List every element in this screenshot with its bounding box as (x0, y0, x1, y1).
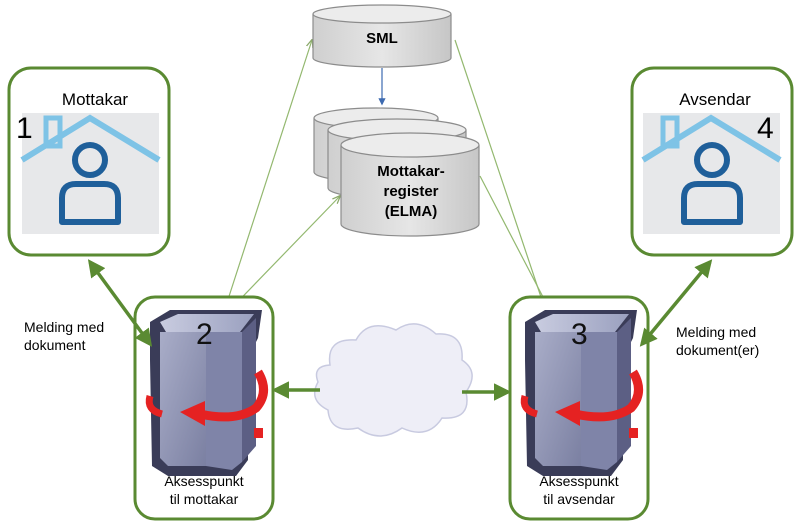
ap-receiver-caption-line2: til mottakar (169, 491, 239, 507)
access-point-receiver-box[interactable] (133, 295, 275, 521)
house-person-icon (20, 114, 161, 225)
ap-sender-caption-line2: til avsendar (543, 491, 615, 507)
rotation-arrow-icon (520, 369, 643, 438)
rotation-arrow-icon (145, 369, 268, 438)
cloud-icon (313, 323, 473, 437)
sender-title: Avsendar (679, 90, 751, 109)
house-person-icon (641, 114, 782, 225)
receiver-box[interactable] (7, 66, 171, 257)
right-message-line2: dokument(er) (676, 342, 760, 358)
receiver-title: Mottakar (61, 90, 129, 109)
sml-database[interactable] (312, 4, 452, 68)
registry-label-line1: Mottakar- (377, 163, 445, 180)
registry-label-line3: (ELMA) (384, 203, 438, 220)
ap-sender-number: 3 (571, 318, 588, 351)
sml-to-ap3-line (454, 39, 549, 319)
registry-label: Mottakar- register (ELMA) (346, 162, 476, 222)
right-message-line1: Melding med (676, 324, 757, 340)
access-point-sender-box[interactable] (508, 295, 650, 521)
ap-receiver-caption-line1: Aksesspunkt (164, 473, 244, 489)
ap3-sender-arrow (639, 259, 713, 347)
server-icon (525, 310, 637, 476)
registry-database-stack[interactable] (313, 107, 480, 237)
ap2-to-sml-line (221, 40, 312, 319)
receiver-number: 1 (16, 112, 33, 145)
receiver-ap2-arrow (87, 259, 153, 347)
server-icon (150, 310, 262, 476)
left-message-line1: Melding med (24, 319, 105, 335)
database-icon (340, 132, 480, 237)
ap-receiver-number: 2 (196, 318, 213, 351)
sender-number: 4 (757, 112, 774, 145)
registry-label-line2: register (383, 183, 439, 200)
ap-sender-caption: Aksesspunkt til avsendar (515, 472, 643, 508)
sml-label: SML (366, 30, 398, 47)
right-message-label: Melding med dokument(er) (676, 323, 759, 359)
left-message-line2: dokument (24, 337, 86, 353)
ap-receiver-caption: Aksesspunkt til mottakar (140, 472, 268, 508)
ap-sender-caption-line1: Aksesspunkt (539, 473, 619, 489)
sender-box[interactable] (630, 66, 794, 257)
message-flow-arrows (87, 259, 713, 401)
left-message-label: Melding med dokument (24, 318, 104, 354)
